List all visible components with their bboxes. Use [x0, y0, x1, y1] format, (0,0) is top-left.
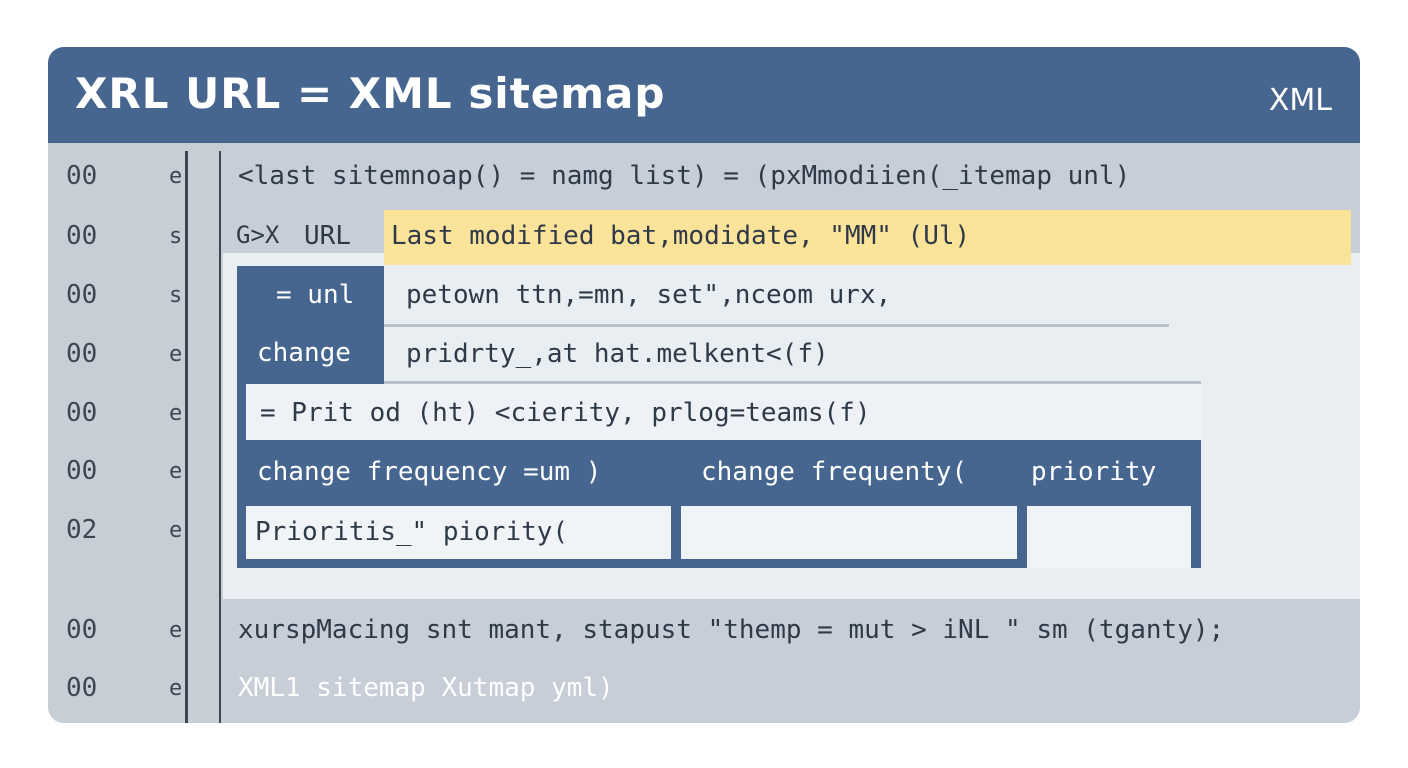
code-line-2-highlight[interactable]: Last modified bat,modidate, "MM" (Ul) [391, 221, 971, 251]
language-badge[interactable]: XML [1268, 83, 1332, 118]
line-number: 00 [66, 221, 98, 251]
table-cell-text: Prioritis_" piority( [255, 517, 569, 547]
code-line-5[interactable]: = Prit od (ht) <cierity, prlog=teams(f) [260, 398, 871, 428]
code-line-3-value[interactable]: petown ttn,=mn, set",nceom urx, [406, 280, 892, 310]
fold-marker[interactable]: e [169, 164, 183, 189]
row-divider [384, 324, 1169, 327]
code-line-1[interactable]: <last sitemnoap() = namg list) = (pxMmod… [238, 161, 1131, 191]
editor-window: XRL URL = XML sitemap XML 00 00 00 00 00… [48, 47, 1360, 723]
code-line-2-label[interactable]: URL [304, 221, 351, 251]
code-line-8[interactable]: xurspMacing snt mant, stapust "themp = m… [238, 615, 1225, 645]
code-line-9[interactable]: XML1 sitemap Xutmap yml) [238, 673, 614, 703]
code-glyph: G>X [236, 221, 280, 249]
table-header[interactable]: change frequency =um ) [257, 457, 602, 487]
fold-marker[interactable]: e [169, 401, 183, 426]
fold-marker[interactable]: e [169, 342, 183, 367]
gutter-rule [219, 151, 221, 723]
title-bar: XRL URL = XML sitemap XML [48, 47, 1360, 143]
table-header[interactable]: change frequenty( [701, 457, 968, 487]
line-number: 00 [66, 673, 98, 703]
table-header[interactable]: priority [1031, 457, 1157, 487]
code-line-3-key[interactable]: = unl [276, 280, 355, 310]
fold-marker[interactable]: e [169, 518, 183, 543]
line-number: 00 [66, 398, 98, 428]
line-gutter [48, 143, 223, 723]
fold-marker[interactable]: e [169, 618, 183, 643]
table-cell[interactable] [681, 506, 1017, 559]
line-number: 00 [66, 161, 98, 191]
key-panel [237, 266, 384, 384]
gutter-separator [185, 151, 188, 723]
code-line-4-value[interactable]: pridrty_,at hat.melkent<(f) [406, 339, 829, 369]
table-cell[interactable] [246, 506, 671, 559]
fold-marker[interactable]: e [169, 676, 183, 701]
fold-marker[interactable]: s [169, 283, 183, 308]
code-line-4-key[interactable]: change [257, 338, 351, 368]
code-stripe-bottom [223, 599, 1360, 723]
fold-marker[interactable]: e [169, 459, 183, 484]
line-number: 00 [66, 280, 98, 310]
table-cell[interactable] [1027, 506, 1191, 568]
fold-marker[interactable]: s [169, 224, 183, 249]
highlighted-selection[interactable] [384, 210, 1351, 265]
line-number: 00 [66, 615, 98, 645]
window-title: XRL URL = XML sitemap [75, 69, 666, 118]
line-number: 02 [66, 515, 98, 545]
row-divider [384, 381, 1201, 384]
line-number: 00 [66, 339, 98, 369]
line-5-box [246, 384, 1201, 440]
line-number: 00 [66, 456, 98, 486]
